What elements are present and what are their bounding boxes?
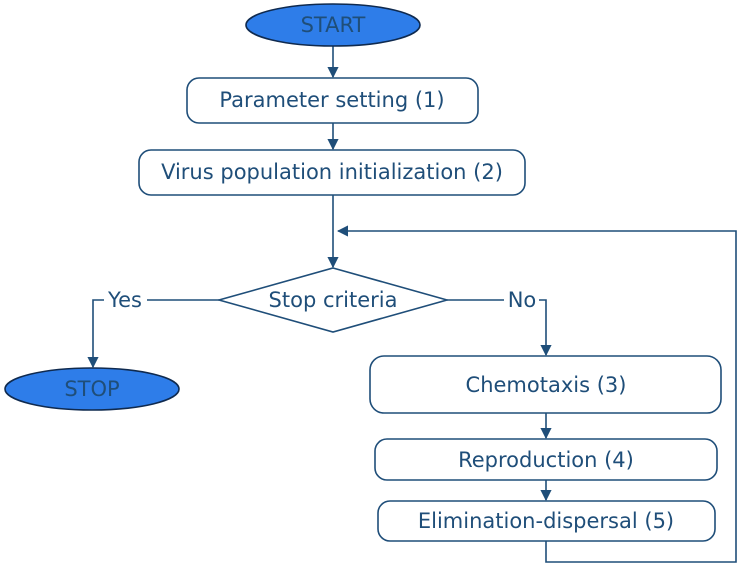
reproduction-label: Reproduction (4): [458, 448, 634, 472]
parameter-setting-label: Parameter setting (1): [219, 88, 444, 112]
edge-no-to-chemotaxis-tail: [539, 299, 552, 357]
edge-loop-back: [336, 225, 737, 563]
parameter-setting-node: Parameter setting (1): [186, 77, 479, 124]
stop-node: STOP: [4, 367, 180, 411]
reproduction-node: Reproduction (4): [374, 438, 718, 481]
initialization-label: Virus population initialization (2): [161, 160, 503, 184]
start-label: START: [301, 13, 366, 37]
chemotaxis-node: Chemotaxis (3): [369, 355, 722, 414]
stop-criteria-decision: Stop criteria: [216, 267, 450, 333]
elimination-dispersal-node: Elimination-dispersal (5): [377, 500, 716, 542]
stop-criteria-label: Stop criteria: [269, 288, 398, 312]
elimination-dispersal-label: Elimination-dispersal (5): [418, 509, 674, 533]
chemotaxis-label: Chemotaxis (3): [466, 373, 627, 397]
edge-yes-to-stop-tail: [87, 299, 104, 369]
start-node: START: [245, 3, 421, 47]
no-edge-label: No: [508, 288, 537, 312]
initialization-node: Virus population initialization (2): [138, 149, 526, 196]
stop-label: STOP: [64, 377, 119, 401]
yes-edge-label: Yes: [107, 288, 142, 312]
